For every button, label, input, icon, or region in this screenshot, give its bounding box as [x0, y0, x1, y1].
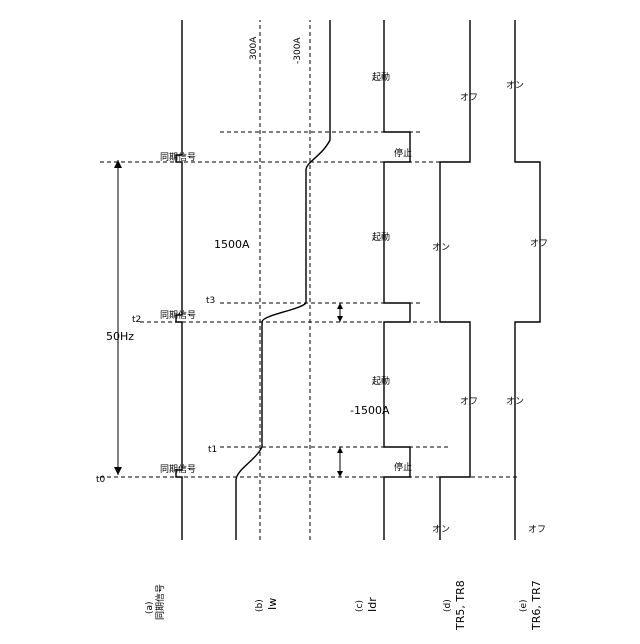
tr58-state-2: オフ — [460, 396, 478, 407]
idr-start-3: 起動 — [372, 72, 390, 83]
iw-waveform: 1500A -1500A — [214, 20, 390, 540]
idr-waveform: 停止 起動 停止 起動 起動 — [372, 20, 412, 540]
iw-reference-lines: 300A -300A — [249, 20, 310, 540]
span-arrows — [337, 303, 343, 477]
tr58-state-1: オン — [432, 524, 450, 535]
row-a-tag: (a) — [145, 601, 155, 614]
frequency-label: 50Hz — [106, 330, 134, 343]
tr58-state-3: オン — [432, 242, 450, 253]
idr-stop-2: 停止 — [394, 147, 412, 159]
period-arrow: 50Hz — [106, 160, 134, 475]
time-markers: t0 t1 t2 t3 — [96, 296, 217, 485]
t1-label: t1 — [208, 445, 217, 455]
sync-label-2: 同期信号 — [160, 309, 196, 321]
iw-pos-label: 1500A — [214, 238, 250, 251]
ref-pos-label: 300A — [249, 36, 259, 60]
row-a-name: 同期信号 — [154, 584, 166, 620]
row-d-tag: (d) — [443, 599, 453, 612]
idr-stop-1: 停止 — [394, 461, 412, 473]
row-d-name: TR5, TR8 — [454, 580, 467, 631]
sync-label-3: 同期信号 — [160, 151, 196, 163]
row-e-name: TR6, TR7 — [530, 580, 543, 631]
t3-label: t3 — [206, 296, 215, 306]
tr67-state-3: オフ — [530, 238, 548, 249]
row-b-tag: (b) — [255, 599, 265, 612]
tr67-state-4: オン — [506, 80, 524, 91]
idr-start-2: 起動 — [372, 232, 390, 243]
tr67-waveform: オフ オン オフ オン — [506, 20, 548, 540]
row-c-tag: (c) — [355, 600, 365, 612]
tr58-state-4: オフ — [460, 92, 478, 103]
sync-signal-waveform: 同期信号 同期信号 同期信号 — [160, 20, 196, 540]
t2-label: t2 — [132, 315, 141, 325]
idr-start-1: 起動 — [372, 376, 390, 387]
tr67-state-1: オフ — [528, 524, 546, 535]
row-e-tag: (e) — [519, 599, 529, 612]
tr58-waveform: オン オフ オン オフ — [432, 20, 478, 540]
tr67-state-2: オン — [506, 396, 524, 407]
row-labels: (a) 同期信号 (b) Iw (c) Idr (d) TR5, TR8 (e)… — [145, 580, 543, 631]
rotated-diagram: (a) 同期信号 (b) Iw (c) Idr (d) TR5, TR8 (e)… — [96, 20, 548, 631]
ref-neg-label: -300A — [293, 37, 303, 64]
row-c-name: Idr — [366, 597, 379, 612]
sync-label-1: 同期信号 — [160, 463, 196, 475]
row-b-name: Iw — [266, 598, 279, 610]
